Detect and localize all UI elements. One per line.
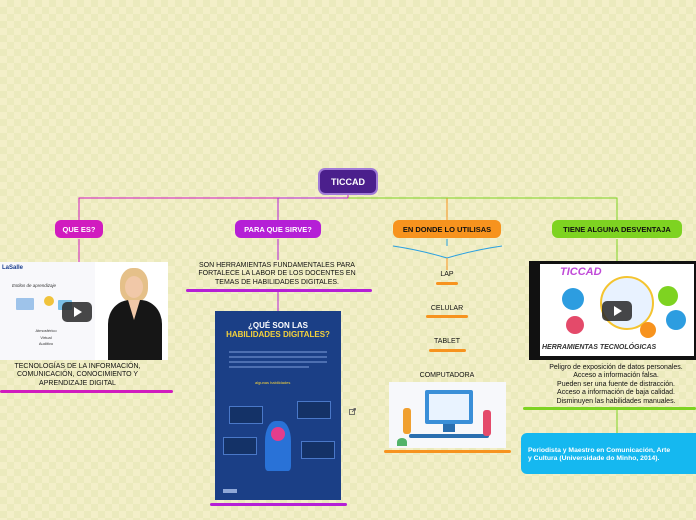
- callout-line: Periodista y Maestro en Comunicación, Ar…: [528, 447, 671, 454]
- tech-icon: [658, 286, 678, 306]
- branch-que-es-label: QUE ES?: [62, 224, 96, 234]
- desventaja-line: Pueden ser una fuente de distracción.: [557, 380, 675, 388]
- monitor-screen: [429, 394, 469, 420]
- presenter-photo: [104, 264, 166, 360]
- video-frame: TICCAD HERRAMIENTAS TECNOLÓGICAS: [540, 264, 694, 356]
- desventaja-line: Acceso a información falsa.: [573, 372, 659, 380]
- para-que-text: SON HERRAMIENTAS FUNDAMENTALES PARA FORT…: [188, 262, 366, 287]
- para-que-underline: [186, 289, 372, 292]
- connector-para-que: [277, 197, 348, 222]
- slide-item: Virtual: [40, 334, 52, 340]
- que-es-text: TECNOLOGÍAS DE LA INFORMACIÓN, COMUNICAC…: [0, 363, 155, 388]
- tech-icon: [562, 288, 584, 310]
- lasalle-logo: LaSalle: [2, 265, 24, 271]
- para-que-line: FORTALECE LA LABOR DE LOS DOCENTES EN: [198, 270, 356, 278]
- branch-que-es[interactable]: QUE ES?: [55, 220, 103, 238]
- desventaja-text: Peligro de exposición de datos personale…: [536, 364, 696, 406]
- para-que-line: TEMAS DE HABILIDADES DIGITALES.: [215, 278, 339, 286]
- callout-line: y Cultura (Universidade do Minho, 2014).: [528, 455, 660, 462]
- poster-card: [223, 437, 257, 455]
- donde-item-celular: CELULAR: [430, 305, 464, 312]
- person-figure: [403, 408, 411, 434]
- poster-subtitle: algunas habilidades: [255, 380, 291, 385]
- branch-donde-lo-utilisas[interactable]: EN DONDE LO UTILISAS: [393, 220, 501, 238]
- desventaja-line: Peligro de exposición de datos personale…: [549, 364, 683, 371]
- poster-text-line: [229, 361, 327, 363]
- poster-text-line: [229, 356, 327, 358]
- poster-title: ¿QUÉ SON LAS HABILIDADES DIGITALES?: [215, 321, 341, 339]
- person-figure: [483, 410, 491, 436]
- poster-title-line: ¿QUÉ SON LAS: [247, 321, 308, 330]
- poster-footer-logo: [223, 489, 237, 493]
- poster-card: [229, 406, 263, 424]
- donde-item-tablet: TABLET: [434, 338, 460, 345]
- video-title: TICCAD: [560, 266, 602, 278]
- donde-item-computadora: COMPUTADORA: [419, 372, 475, 379]
- slide-title: Estilos de aprendizaje: [12, 283, 57, 288]
- que-es-line: APRENDIZAJE DIGITAL: [39, 379, 116, 387]
- poster-text-line: [229, 366, 309, 368]
- computadora-underline: [384, 450, 511, 453]
- tech-icon: [566, 316, 584, 334]
- computadora-illustration: [389, 382, 506, 448]
- habilidades-poster[interactable]: ¿QUÉ SON LAS HABILIDADES DIGITALES? algu…: [215, 311, 341, 500]
- poster-card: [301, 441, 335, 459]
- reference-callout[interactable]: Periodista y Maestro en Comunicación, Ar…: [521, 433, 696, 474]
- play-icon[interactable]: [62, 302, 92, 322]
- branch-donde-label: EN DONDE LO UTILISAS: [402, 224, 492, 234]
- play-icon[interactable]: [602, 301, 632, 321]
- que-es-underline: [0, 390, 173, 393]
- branch-desventaja-label: TIENE ALGUNA DESVENTAJA: [563, 224, 671, 234]
- slide-items: Atmosférico Virtual Auditivo: [26, 328, 66, 348]
- que-es-line: TECNOLOGÍAS DE LA INFORMACIÓN,: [14, 363, 141, 370]
- poster-underline: [210, 503, 347, 506]
- connector-desventaja: [348, 197, 618, 222]
- branch-para-que-sirve[interactable]: PARA QUE SIRVE?: [235, 220, 321, 238]
- donde-celular-underline: [426, 315, 468, 318]
- branch-tiene-desventaja[interactable]: TIENE ALGUNA DESVENTAJA: [552, 220, 682, 238]
- video-caption: HERRAMIENTAS TECNOLÓGICAS: [542, 344, 657, 351]
- desventaja-line: Disminuyen las habilidades manuales.: [556, 397, 676, 405]
- slide-item: Auditivo: [38, 341, 54, 346]
- tech-icon: [666, 310, 686, 330]
- que-es-line: COMUNICACIÓN, CONOCIMIENTO Y: [16, 371, 139, 379]
- tech-icon: [640, 322, 656, 338]
- root-label: TICCAD: [331, 176, 365, 187]
- que-es-video[interactable]: LaSalle Estilos de aprendizaje Atmosféri…: [0, 262, 168, 360]
- desk-shape: [409, 434, 489, 438]
- poster-title-line: HABILIDADES DIGITALES?: [226, 330, 330, 339]
- connector-que-es: [78, 195, 349, 222]
- poster-text-line: [229, 351, 327, 353]
- external-link-icon[interactable]: [349, 402, 356, 415]
- donde-item-lap: LAP: [440, 271, 454, 278]
- desventaja-line: Acceso a información de baja calidad.: [557, 389, 675, 397]
- donde-tablet-underline: [429, 349, 466, 352]
- poster-figure-head: [271, 427, 285, 441]
- slide-item: Atmosférico: [35, 328, 57, 333]
- desventaja-underline: [523, 407, 696, 410]
- connector-donde-brace: [392, 239, 503, 259]
- connector-donde: [348, 197, 448, 222]
- branch-para-que-sirve-label: PARA QUE SIRVE?: [244, 224, 312, 234]
- root-node[interactable]: TICCAD: [318, 168, 378, 195]
- donde-lap-underline: [436, 282, 458, 285]
- monitor-stand: [443, 424, 455, 432]
- poster-card: [297, 401, 331, 419]
- para-que-line: SON HERRAMIENTAS FUNDAMENTALES PARA: [199, 262, 355, 269]
- desventaja-video[interactable]: TICCAD HERRAMIENTAS TECNOLÓGICAS: [529, 261, 696, 360]
- plant-shape: [397, 438, 407, 446]
